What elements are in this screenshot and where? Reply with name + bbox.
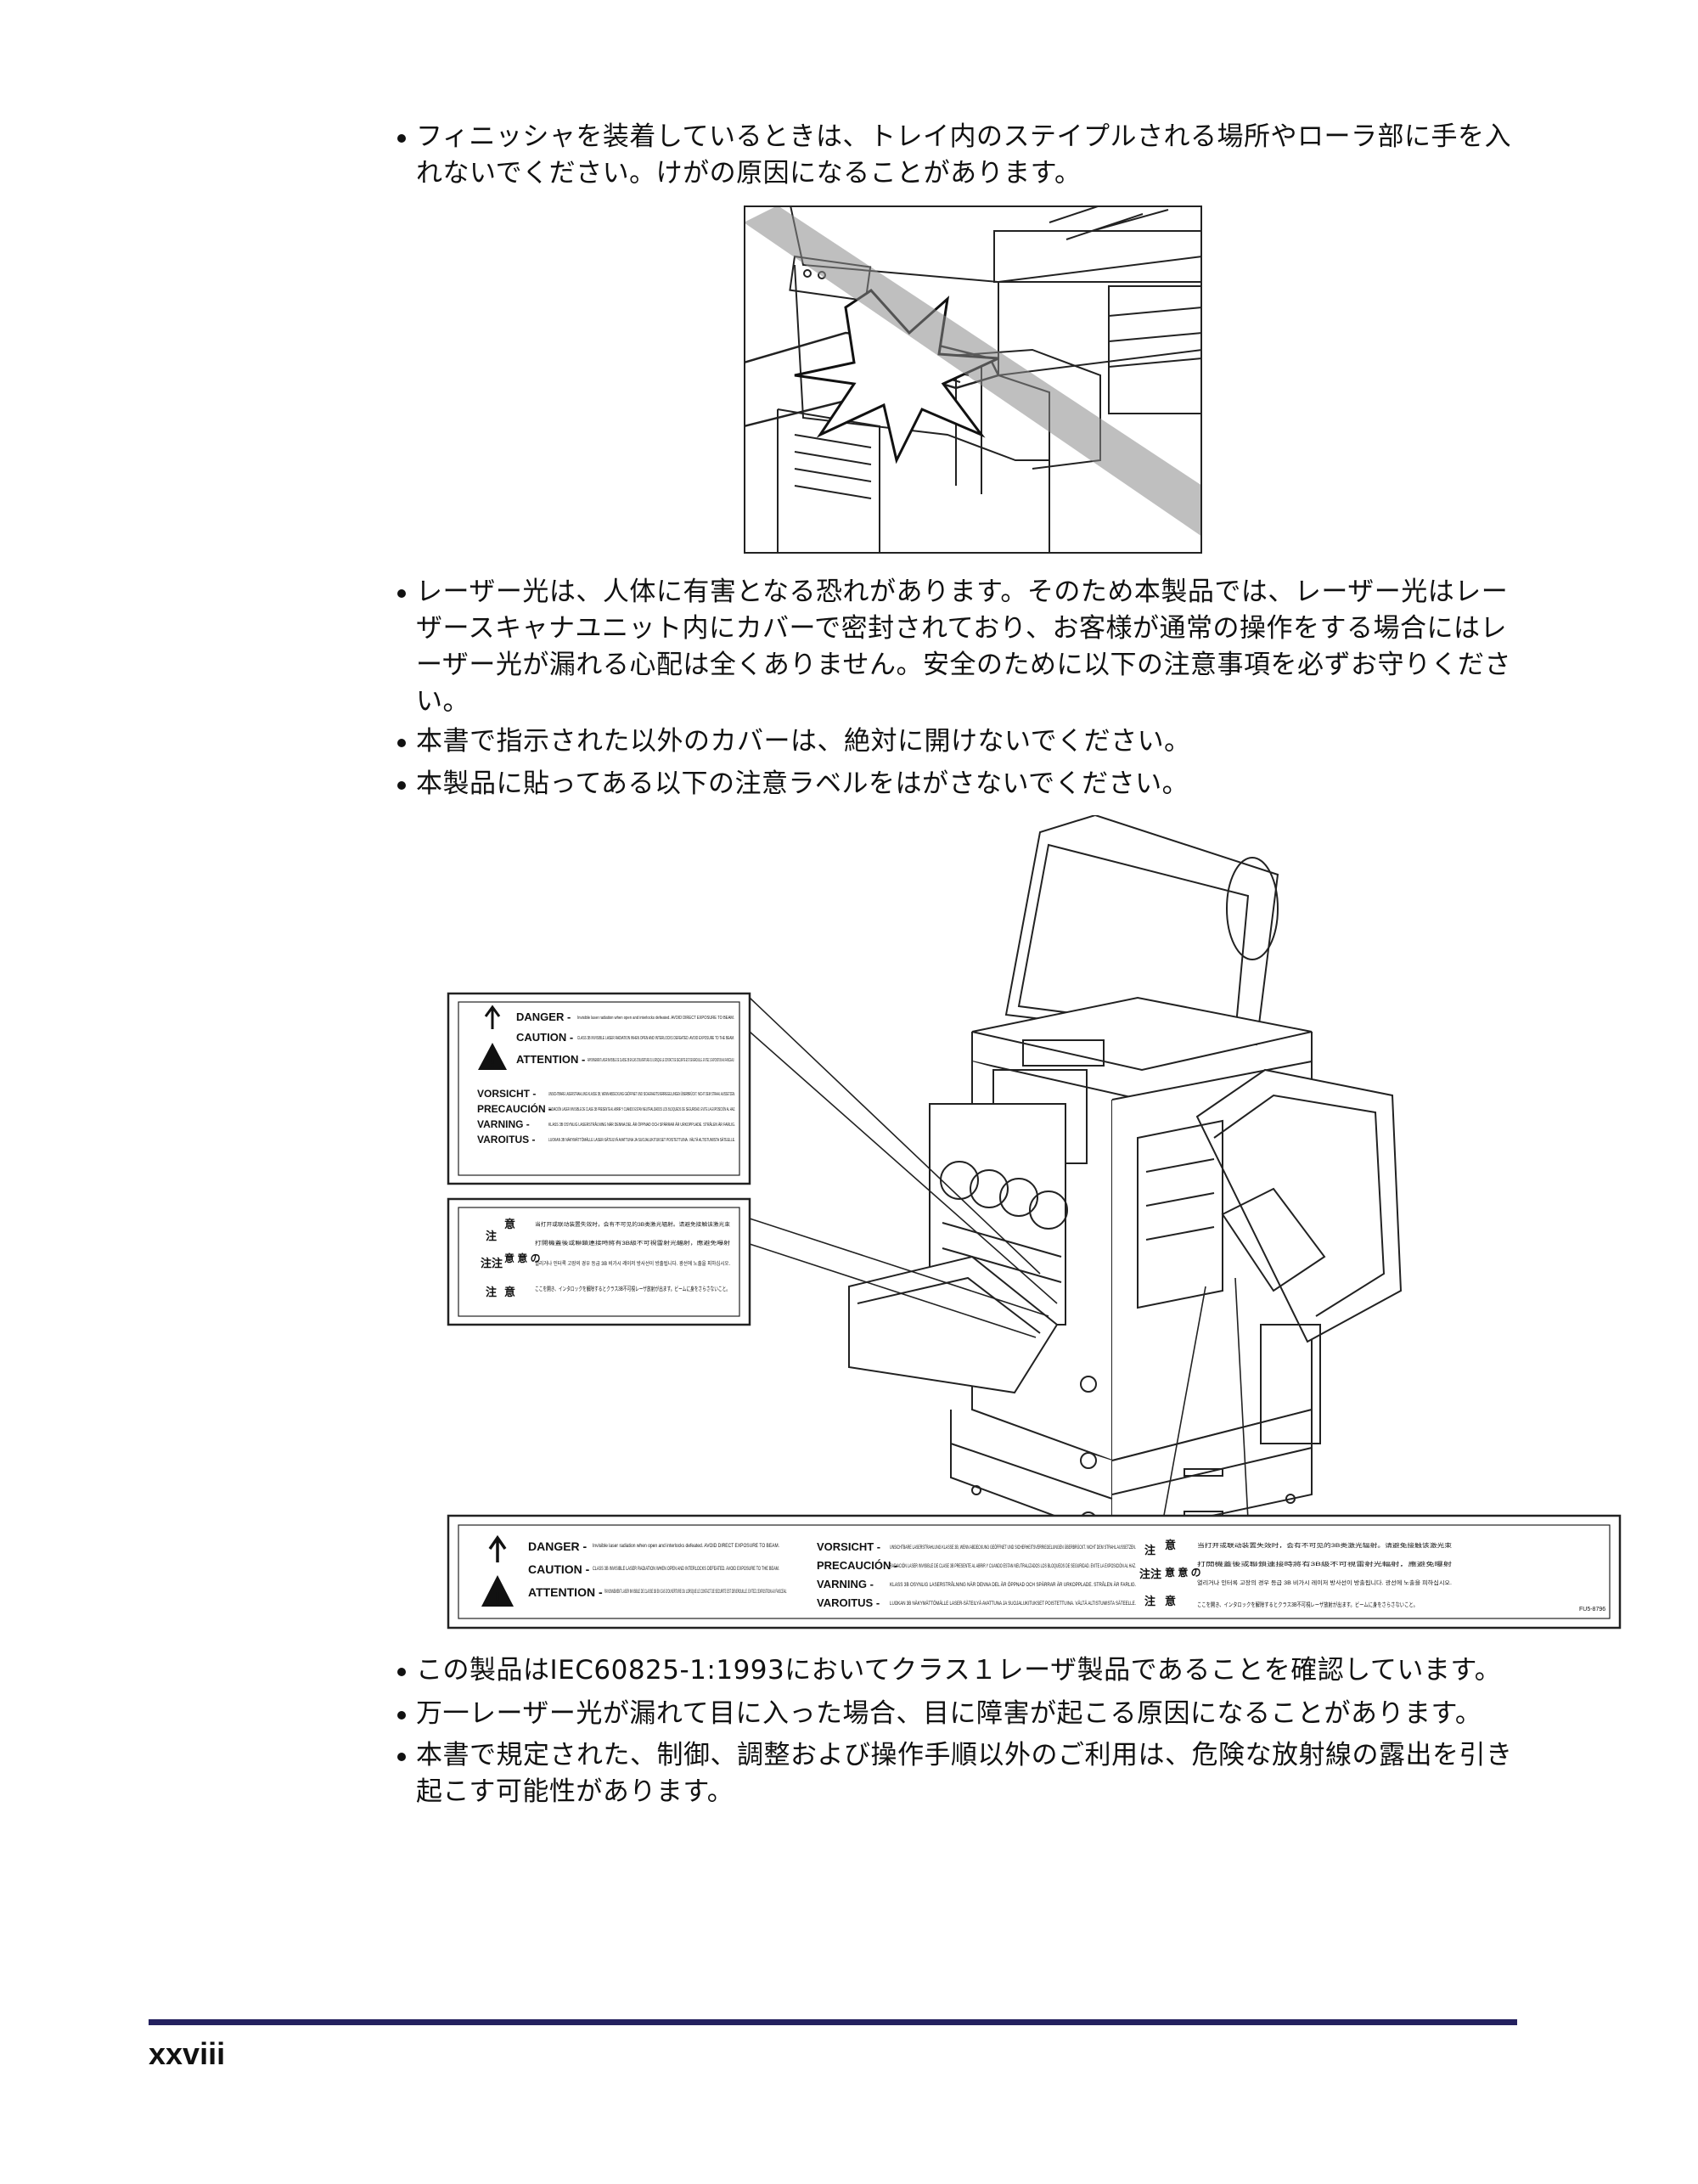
label-kr-text: 열리거나 인터록 고장의 경우 등급 3B 비가시 레이저 방사선이 방출됩니다… [1197,1579,1452,1586]
bullet-eye-damage: 万一レーザー光が漏れて目に入った場合、目に障害が起こる原因になることがあります。 [397,1696,1518,1732]
label-tw-text: 打開機蓋後或聯鎖連接時將有3B級不可視雷射光輻射，應避免曝射 [535,1240,730,1247]
bullet-dot [397,781,406,790]
copier-labels-illustration: ! DANGER - CAUTION - ATTENTION - VORSICH… [447,815,1622,1630]
bullet-text: 万一レーザー光が漏れて目に入った場合、目に障害が起こる原因になることがあります。 [416,1698,1482,1729]
label-danger: DANGER - [528,1539,588,1553]
label-danger: DANGER - [516,1010,571,1023]
page-number: xxviii [149,2036,226,2071]
label-varning: VARNING - [817,1578,874,1590]
label-jp-char: 意 意 の [504,1252,541,1264]
label-caution-text: CLASS 3B INVISIBLE LASER RADIATION WHEN … [593,1567,779,1572]
bullet-radiation-exposure: 本書で規定された、制御、調整および操作手順以外のご利用は、危険な放射線の露出を引… [397,1737,1518,1810]
label-multilingual-danger: ! DANGER - CAUTION - ATTENTION - VORSICH… [447,992,751,1185]
label-attention: ATTENTION - [516,1053,585,1066]
label-jp-char: 注 [1144,1595,1155,1607]
bullet-iec-class1: この製品はIEC60825-1:1993においてクラス１レーザ製品であることを確… [397,1652,1518,1689]
label-caution: CAUTION - [516,1031,573,1044]
label-varoitus: VAROITUS - [477,1134,535,1145]
bullet-dot [397,1753,406,1761]
label-vorsicht-text: UNSICHTBARE LASERSTRAHLUNG KLASSE 3B, WE… [548,1091,735,1097]
label-varoitus: VAROITUS - [817,1596,880,1609]
label-tw-text: 打開機蓋後或聯鎖連接時將有3B級不可視雷射光輻射，應避免曝射 [1197,1560,1453,1568]
finisher-hand-illustration [744,205,1202,554]
label-ja-text: ここを開き、インタロックを解除するとクラス3B不可視レーザ放射が出ます。ビームに… [1197,1601,1418,1608]
label-vorsicht-text: UNSICHTBARE LASERSTRAHLUNG KLASSE 3B, WE… [890,1545,1136,1551]
label-kr-text: 열리거나 인터록 고장의 경우 등급 3B 비가시 레이저 방사선이 방출됩니다… [535,1260,730,1267]
label-jp-char: 意 [504,1286,515,1298]
label-varning-text: KLASS 3B OSYNLIG LASERSTRÅLNING NÄR DENN… [548,1122,735,1128]
label-precaucion-text: RADIACIÓN LASER INVISIBLE DE CLASE 3B PR… [548,1106,735,1112]
label-attention-text: RAYONNEMENT LASER INVISIBLE DE CLASSE 3B… [588,1058,734,1063]
label-danger-text: Invisible laser radiation when open and … [593,1544,779,1549]
label-code: FU5-8796 [1579,1607,1605,1613]
svg-text:!: ! [495,1590,501,1608]
label-cn-text: 当打开或联动装置失效时，会有不可见的3B类激光辐射。请避免接触该激光束 [1197,1541,1453,1549]
bullet-text: この製品はIEC60825-1:1993においてクラス１レーザ製品であることを確… [416,1655,1502,1686]
footer-rule [149,2019,1517,2025]
label-jp-char: 意 意 の [1165,1566,1201,1579]
label-cn-text: 当打开或联动装置失效时，会有不可见的3B类激光辐射。请避免接触该激光束 [535,1221,730,1228]
label-jp-char: 注注 [1139,1568,1161,1580]
bullet-text: 本書で規定された、制御、調整および操作手順以外のご利用は、危険な放射線の露出を引… [416,1740,1513,1807]
label-varoitus-text: LUOKAN 3B NÄKYMÄTTÖMÄLLE LASER-SÄTEILYÄ … [548,1137,735,1143]
label-danger-text: Invisible laser radiation when open and … [577,1016,734,1021]
label-jp-char: 意 [1165,1595,1176,1607]
bullet-dot [397,1711,406,1720]
label-attention: ATTENTION - [528,1585,603,1599]
label-combined-wide: ! DANGER - CAUTION - ATTENTION - Invisib… [447,1514,1622,1630]
bullet-laser-safety: レーザー光は、人体に有害となる恐れがあります。そのため本製品では、レーザー光はレ… [397,574,1518,720]
label-vorsicht: VORSICHT - [817,1540,880,1553]
bullet-covers: 本書で指示された以外のカバーは、絶対に開けないでください。 [397,723,1518,760]
label-attention-text: RAYONNEMENT LASER INVISIBLE DE CLASSE 3B… [604,1590,787,1595]
bullet-dot [397,1668,406,1676]
bullet-text: レーザー光は、人体に有害となる恐れがあります。そのため本製品では、レーザー光はレ… [416,577,1511,717]
label-precaucion: PRECAUCIÓN - [817,1559,897,1572]
bullet-text: 本製品に貼ってある以下の注意ラベルをはがさないでください。 [416,768,1189,799]
bullet-dot [397,589,406,598]
label-jp-char: 注 [486,1286,497,1298]
label-ja-text: ここを開き、インタロックを解除するとクラス3B不可視レーザ放射が出ます。ビームに… [535,1285,730,1292]
bullet-labels: 本製品に貼ってある以下の注意ラベルをはがさないでください。 [397,766,1518,802]
label-caution-text: CLASS 3B INVISIBLE LASER RADIATION WHEN … [577,1036,734,1041]
label-caution: CAUTION - [528,1562,590,1576]
label-precaucion: PRECAUCIÓN - [477,1102,552,1115]
label-precaucion-text: RADIACIÓN LASER INVISIBLE DE CLASE 3B PR… [890,1563,1136,1569]
label-vorsicht: VORSICHT - [477,1088,536,1100]
label-varoitus-text: LUOKAN 3B NÄKYMÄTTÖMÄLLE LASER-SÄTEILYÄ … [890,1601,1136,1607]
bullet-text: 本書で指示された以外のカバーは、絶対に開けないでください。 [416,726,1191,757]
label-jp-char: 注注 [481,1257,503,1269]
bullet-dot [397,739,406,747]
label-jp-char: 注 [486,1230,497,1242]
label-jp-char: 意 [1165,1539,1176,1551]
svg-text:!: ! [490,1054,495,1071]
label-jp-char: 注 [1144,1544,1155,1556]
bullet-dot [397,134,406,143]
label-varning: VARNING - [477,1118,530,1130]
label-asian-caution: 注 注注 注 意 意 意 の 意 当打开或联动装置失效时，会有不可见的3B类激光… [447,1197,751,1326]
bullet-finisher-warning: フィニッシャを装着しているときは、トレイ内のステイプルされる場所やローラ部に手を… [397,119,1518,192]
label-varning-text: KLASS 3B OSYNLIG LASERSTRÅLNING NÄR DENN… [890,1582,1136,1588]
label-jp-char: 意 [504,1218,515,1230]
bullet-text: フィニッシャを装着しているときは、トレイ内のステイプルされる場所やローラ部に手を… [416,121,1511,189]
